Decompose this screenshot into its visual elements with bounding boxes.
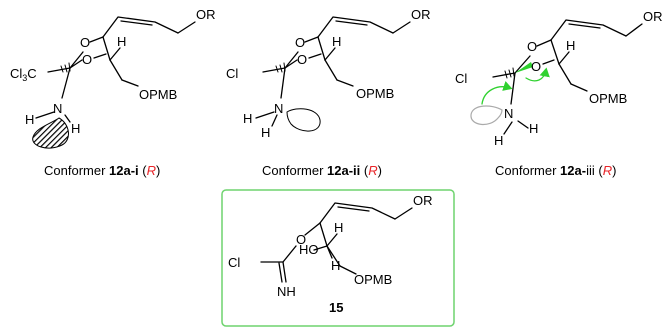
lone-pair-orbital <box>470 105 503 125</box>
electron-push-arrow <box>525 67 550 82</box>
oxygen-label: O <box>297 52 307 67</box>
hydrogen-label: H <box>332 34 341 49</box>
oxygen-label: O <box>80 35 90 50</box>
hydrogen-label: H <box>331 258 340 273</box>
lone-pair-orbital <box>286 108 321 132</box>
opmb-label: OPMB <box>589 91 627 106</box>
hydrogen-label: H <box>494 133 503 148</box>
molecule-15: OR O Cl3C NH HO H H OPMB 15 <box>228 193 433 315</box>
caption-12a-iii: Conformer 12a-iii (R) <box>495 163 616 178</box>
or-label: OR <box>643 9 663 24</box>
molecule-12a-ii: OR O O H OPMB Cl3C N H H Conformer 12a-i… <box>226 7 431 178</box>
nitrogen-label: N <box>504 106 513 121</box>
hydrogen-label: H <box>117 34 126 49</box>
highlight-wedge <box>515 62 533 73</box>
hydrogen-label: H <box>334 220 343 235</box>
caption-12a-i: Conformer 12a-i (R) <box>44 163 160 178</box>
hydrogen-label: H <box>566 38 575 53</box>
or-label: OR <box>411 7 431 22</box>
trichloromethyl-label: Cl <box>226 66 238 81</box>
oxygen-label: O <box>296 232 306 247</box>
hydrogen-label: H <box>71 121 80 136</box>
hydrogen-label: H <box>261 125 270 140</box>
nitrogen-label: N <box>53 101 62 116</box>
imine-label: NH <box>277 284 296 299</box>
oxygen-label: O <box>531 59 541 74</box>
caption-15: 15 <box>329 300 343 315</box>
oxygen-label: O <box>82 52 92 67</box>
hydrogen-label: H <box>243 111 252 126</box>
or-label: OR <box>413 193 433 208</box>
hydrogen-label: H <box>25 112 34 127</box>
trichloromethyl-label: Cl <box>228 255 240 270</box>
oxygen-label: O <box>295 35 305 50</box>
or-label: OR <box>196 7 216 22</box>
trichloromethyl-label: Cl <box>455 71 467 86</box>
compound-15-box <box>221 189 455 327</box>
oxygen-label: O <box>527 39 537 54</box>
trichloromethyl-label: Cl3C <box>10 66 37 83</box>
hydroxyl-label: HO <box>299 242 319 257</box>
lone-pair-orbital <box>32 117 69 149</box>
electron-push-arrow <box>481 81 513 105</box>
opmb-label: OPMB <box>139 87 177 102</box>
caption-12a-ii: Conformer 12a-ii (R) <box>262 163 382 178</box>
nitrogen-label: N <box>274 101 283 116</box>
hydrogen-label: H <box>529 121 538 136</box>
molecule-12a-iii: OR O O H OPMB Cl3C N H H Conformer 12a-i… <box>455 9 663 178</box>
molecule-12a-i: OR O O H OPMB Cl3C N H H Conformer 12a-i… <box>10 7 216 178</box>
opmb-label: OPMB <box>356 86 394 101</box>
opmb-label: OPMB <box>354 272 392 287</box>
